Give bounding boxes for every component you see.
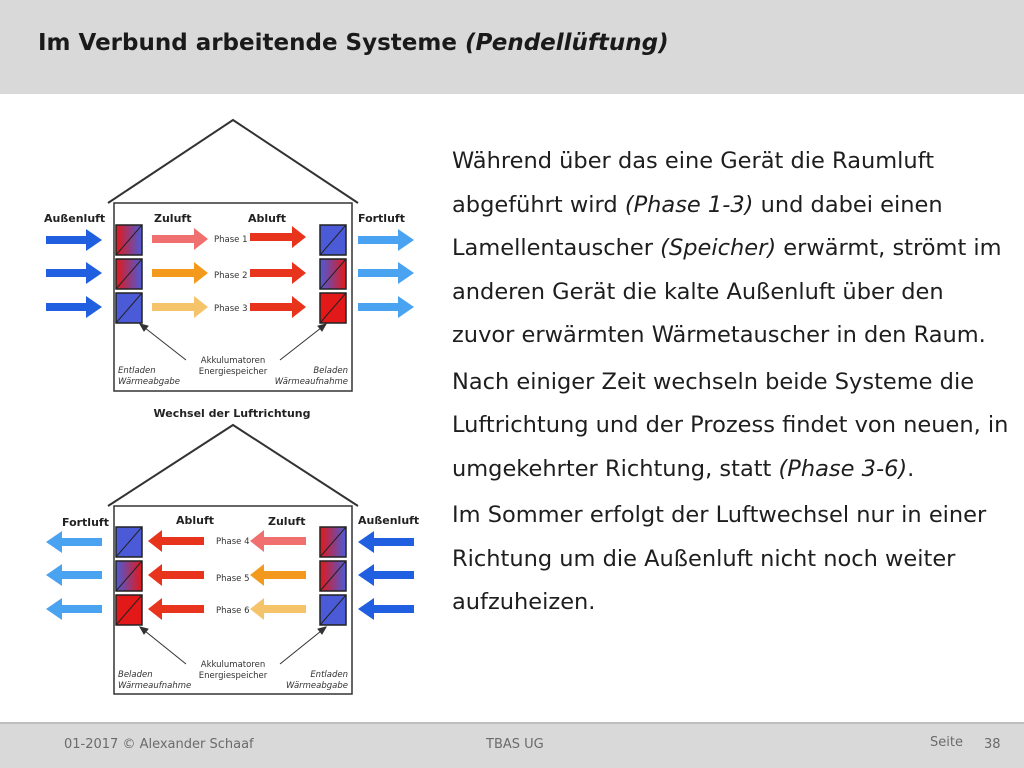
arrows-top-outdoor-in [46,229,102,318]
label-top-right-outer: Fortluft [358,212,405,225]
bottom-left-label: Beladen [118,670,153,680]
paragraph-2-text-b: . [907,455,915,482]
accumulator-lines-bottom [138,626,328,665]
arrows-bottom-exhaust-out [46,531,102,620]
accumulator-label: Energiespeicher [199,671,268,681]
exchanger-top-right [319,224,347,324]
paragraph-1-text-b: und dabei einen Lamellentauscher [452,191,943,262]
house-top-roof [107,118,359,204]
body-text: Während über das eine Gerät die Raumluft… [452,140,1012,628]
house-bottom: Fortluft Abluft Zuluft Außenluft Phase 4… [46,423,419,695]
label-bottom-left-inner: Abluft [176,514,214,527]
bottom-right-label: Wärmeaufnahme [275,377,348,387]
house-bottom-roof [107,423,359,507]
bottom-right-label: Entladen [310,670,348,680]
phase-reference-1-3: (Phase 1-3) [624,191,754,218]
arrows-top-exhaust-out [358,229,414,318]
label-bottom-right-inner: Zuluft [268,515,305,528]
arrows-bottom-extract [148,530,204,620]
label-top-left-inner: Zuluft [154,212,191,225]
accumulator-label: Energiespeicher [199,367,268,377]
paragraph-2: Nach einiger Zeit wechseln beide Systeme… [452,361,1012,492]
paragraph-2-text-a: Nach einiger Zeit wechseln beide Systeme… [452,368,1009,482]
paragraph-1: Während über das eine Gerät die Raumluft… [452,140,1012,358]
accumulator-label: Akkulumatoren [201,660,265,670]
slide-title: Im Verbund arbeitende Systeme (Pendellüf… [38,30,669,56]
phase-label: Phase 3 [214,304,248,314]
ventilation-diagram: Außenluft Zuluft Abluft Fortluft Phase 1… [44,118,419,695]
paragraph-3: Im Sommer erfolgt der Luftwechsel nur in… [452,502,987,615]
accumulator-lines-top [138,323,328,361]
bottom-left-label: Entladen [118,366,156,376]
bottom-left-label: Wärmeabgabe [118,377,180,387]
phase-label: Phase 1 [214,235,248,245]
title-italic: (Pendellüftung) [464,30,669,56]
label-top-right-inner: Abluft [248,212,286,225]
slide-footer: 01-2017 © Alexander Schaaf TBAS UG Seite… [0,722,1024,768]
house-top: Außenluft Zuluft Abluft Fortluft Phase 1… [44,118,414,392]
footer-page-number: 38 [984,737,1001,752]
exchanger-bottom-right [319,526,347,626]
bottom-right-label: Beladen [313,366,348,376]
label-top-left-outer: Außenluft [44,212,105,225]
footer-seite-label: Seite [930,735,963,750]
bottom-right-label: Wärmeabgabe [286,681,348,691]
footer-copyright: 01-2017 © Alexander Schaaf [64,737,254,752]
phase-label: Phase 5 [216,574,250,584]
bottom-left-label: Wärmeaufnahme [118,681,191,691]
paragraph-1-text-a: Während über das eine Gerät die Raumluft… [452,148,935,218]
title-main: Im Verbund arbeitende Systeme [38,30,465,56]
arrows-bottom-outdoor-in [358,531,414,620]
exchanger-top-left [115,224,143,324]
paragraph-1-text-c: erwärmt, strömt im anderen Gerät die kal… [452,235,1002,348]
arrows-bottom-supply [250,530,306,620]
accumulator-label: Akkulumatoren [201,356,265,366]
label-bottom-left-outer: Fortluft [62,516,109,529]
exchanger-bottom-left [115,526,143,626]
slide-header [0,0,1024,94]
house-top-body [113,202,353,392]
phase-label: Phase 4 [216,537,250,547]
footer-company: TBAS UG [486,737,544,752]
switch-direction-label: Wechsel der Luftrichtung [154,407,311,420]
phase-reference-3-6: (Phase 3-6) [778,455,908,482]
speicher-term: (Speicher) [660,235,777,261]
phase-label: Phase 2 [214,271,248,281]
arrows-top-supply [152,228,208,318]
arrows-top-extract [250,226,306,318]
phase-label: Phase 6 [216,606,250,616]
label-bottom-right-outer: Außenluft [358,514,419,527]
